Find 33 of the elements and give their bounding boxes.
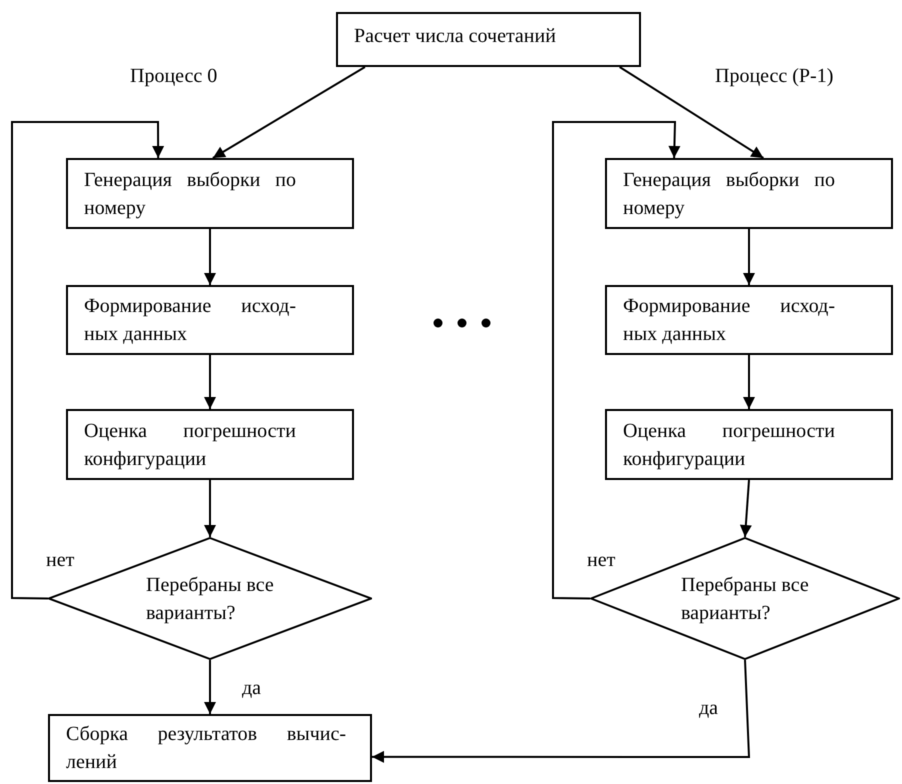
arrow <box>212 66 366 159</box>
process-text: Оценка погрешности конфигурации <box>84 418 296 472</box>
process-text: Генерация выборки по номеру <box>623 168 835 220</box>
process-text: Формирование исход-ных данных <box>84 294 296 347</box>
process-text: Расчет числа сочетаний <box>354 24 557 49</box>
process-text: Сборка результатов вычис-лений <box>66 722 346 775</box>
arrow <box>204 660 216 714</box>
arrow <box>372 660 750 763</box>
arrow <box>552 121 680 600</box>
arrow <box>743 229 755 285</box>
arrow <box>204 480 216 537</box>
decision-diamond <box>48 537 372 660</box>
arrow <box>743 355 755 409</box>
process-box <box>605 409 893 480</box>
process-label: Процесс 0 <box>130 64 218 89</box>
process-text: Оценка погрешности конфигурации <box>623 418 835 472</box>
arrow <box>619 66 764 159</box>
process-text: Формирование исход-ных данных <box>623 294 835 347</box>
process-box <box>66 409 354 480</box>
process-box <box>66 285 354 355</box>
arrow <box>204 355 216 409</box>
decision-text: Перебраны все варианты? <box>681 572 809 626</box>
process-label: Процесс (P-1) <box>715 64 834 89</box>
process-box <box>605 158 893 229</box>
process-box <box>48 714 372 782</box>
arrow <box>740 480 752 538</box>
process-text: Генерация выборки по номеру <box>84 168 296 220</box>
process-box <box>605 285 893 355</box>
arrow <box>204 229 216 285</box>
process-box <box>336 12 641 67</box>
decision-text: Перебраны все варианты? <box>146 572 274 626</box>
process-box <box>66 158 354 229</box>
arrow <box>11 121 164 600</box>
